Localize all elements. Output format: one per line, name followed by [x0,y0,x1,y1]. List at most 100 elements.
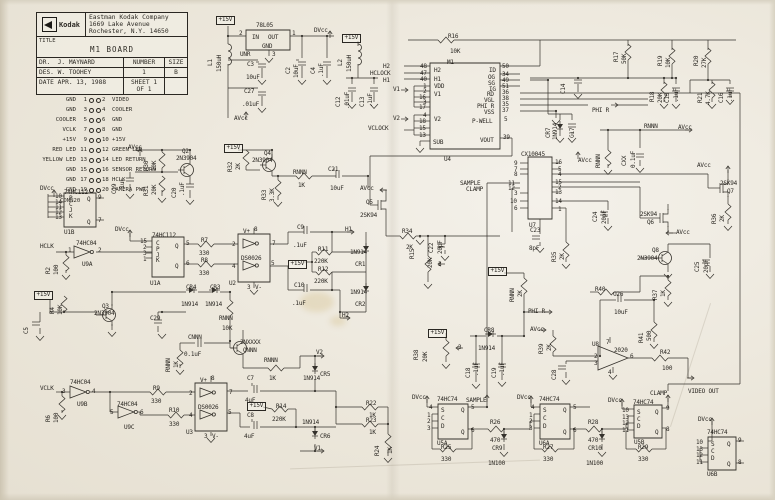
label-27k: 27K [701,57,708,68]
ground-symbol [574,94,582,99]
label-10uf: 10uF [614,309,628,316]
pin-right-label: LED RETURN [112,157,146,163]
label-rd: RD [487,91,494,98]
label-u4: U4 [444,156,451,163]
label-4: 4 [531,404,535,411]
label-1n914: 1N914 [302,419,320,426]
ground-symbol [552,120,560,125]
label-r8: R8 [201,257,208,264]
label-q: Q [655,429,659,436]
resistor-symbol [425,256,431,272]
label-cr3: CR3 [210,284,221,291]
label-1n914: 1N914 [350,289,368,296]
resistor-symbol [400,233,416,239]
resistor-symbol [440,446,456,452]
transistor-symbol [237,350,243,359]
label-q: Q [175,243,179,250]
label-c3: C3 [247,61,254,68]
label-c10: C10 [294,282,305,289]
label-74hc04: 74HC04 [117,401,138,408]
pin-circle [89,97,95,104]
ground-symbol [323,80,331,85]
pin-circle [89,137,95,144]
label-10k: 10K [151,160,158,171]
resistor-symbol [150,389,166,395]
node-dot [313,389,317,393]
company-line1: Eastman Kodak Company [89,14,169,21]
label-v+: V+ [200,377,207,384]
number-value: 1 [124,68,164,78]
logic-gate-symbol [200,388,212,397]
label-150uh: 150uH [216,54,223,72]
label-d: D [543,423,547,430]
inverter-bubble [255,242,258,245]
resistor-symbol [563,242,569,258]
title-label: TITLE [39,38,56,44]
node-dot [500,334,504,338]
arrow [351,230,354,234]
label-10uf: 10uF [330,185,344,192]
label-+15v: +15V [488,267,507,276]
label-c5: C5 [23,327,30,334]
label-11: 11 [696,459,703,466]
label-c28: C28 [551,369,558,380]
node-dot [546,78,550,82]
node-dot [626,76,630,80]
label-10k: 10K [665,57,672,68]
label-r33: R33 [261,189,268,200]
label-u3: U3 [186,429,193,436]
label-q: Q [175,263,179,270]
label-1k: 1K [298,182,305,189]
transistor-symbol [662,247,668,256]
label-330: 330 [199,250,210,257]
label-unr: UNR [240,51,251,58]
label-r2: R2 [45,267,52,274]
label-2n3904: 2N3904 [176,155,197,162]
ic-box [708,437,736,470]
resistor-symbol [443,340,449,356]
label-c13: C13 [359,96,366,107]
label-cr4: CR4 [186,284,197,291]
label-r22: R22 [366,400,377,407]
label-5: 5 [271,260,275,267]
fet-symbol [723,179,728,184]
label-v2: V2 [434,116,441,123]
label-r20: R20 [693,55,700,66]
label-5: 5 [110,409,114,416]
label-3: 3 [529,425,533,432]
resistor-symbol [625,44,631,60]
label-cxx: CXX [621,155,628,166]
label-c24: C24 [592,211,599,222]
node-dot [485,405,489,409]
resistor-symbol [362,421,378,427]
pin-left-label: COOLER [55,117,76,123]
label-2: 2 [423,88,427,95]
fet-symbol [381,196,386,201]
label-220k: 220K [314,278,328,285]
node-dot [706,78,710,82]
node-dot [522,334,526,338]
label-ds0026: DS0026 [241,255,262,262]
label-2: 2 [189,390,193,397]
ground-symbol [664,302,672,307]
label-4: 4 [92,388,96,395]
resistor-symbol [316,249,332,255]
label-3: 3 [204,433,208,440]
ground-symbol [650,344,658,349]
label-c20: C20 [171,187,178,198]
label-avcc: AVcc [676,229,690,236]
label-r31: R31 [143,185,150,196]
ground-symbol [568,138,576,143]
label-r14: R14 [276,403,287,410]
label-12: 12 [622,420,629,427]
arrow [321,449,324,453]
label-r19: R19 [657,55,664,66]
label-r17: R17 [613,51,620,62]
ground-symbol [62,275,70,280]
label-2sk94: 2SK94 [640,211,658,218]
label-r15: R15 [409,248,416,259]
node-dot [426,234,430,238]
label-78l05: 78L05 [256,22,274,29]
node-dot [160,170,164,174]
